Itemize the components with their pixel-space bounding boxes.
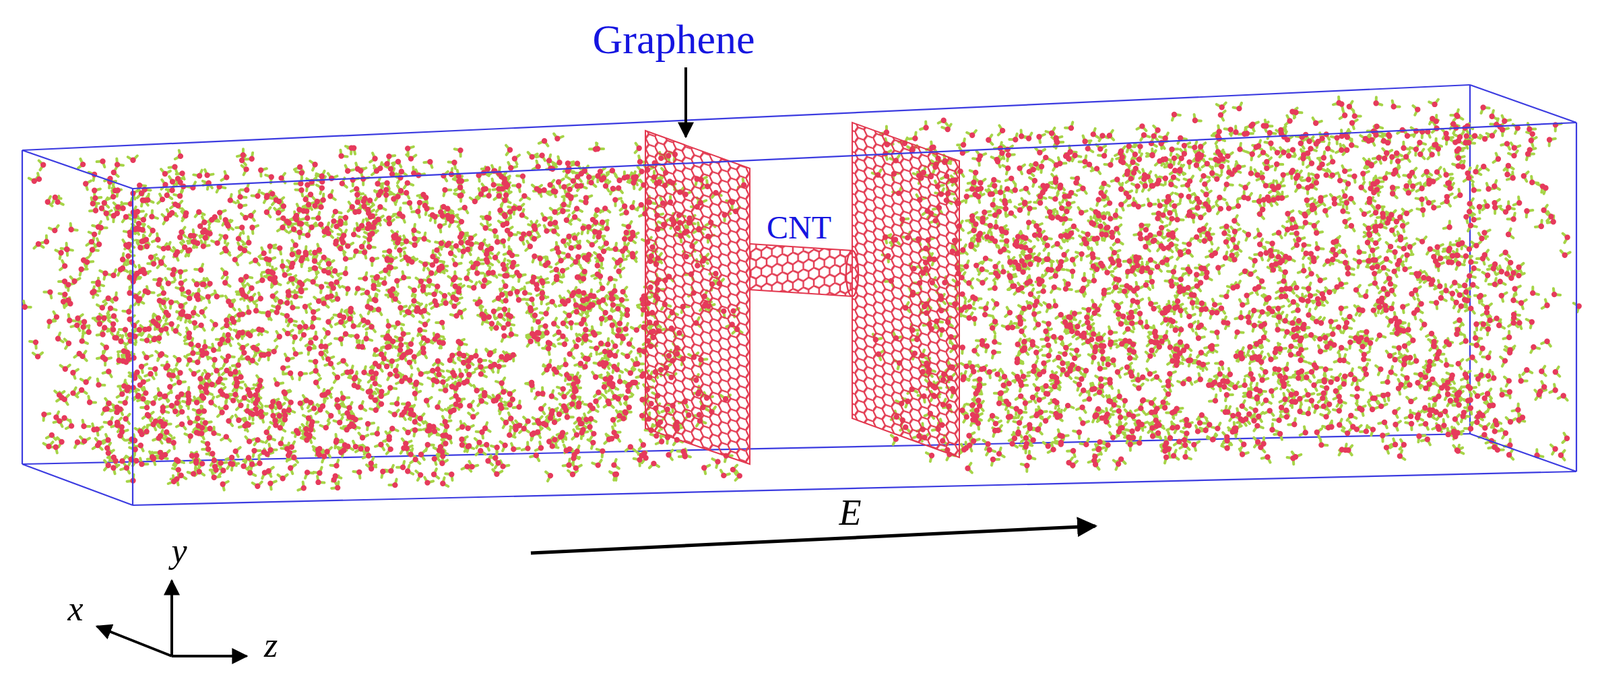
box-edge <box>1469 433 1577 472</box>
box-edge <box>22 150 133 189</box>
axis-label: z <box>264 625 278 665</box>
box-edge <box>1575 122 1578 472</box>
axis-triad <box>97 580 247 657</box>
axis-label: y <box>171 531 187 570</box>
graphene-pointer <box>684 67 688 137</box>
oxygen-atoms <box>22 99 1582 491</box>
part-label: Graphene <box>592 16 756 62</box>
graphene-right <box>852 122 960 458</box>
field-label: E <box>839 493 862 533</box>
part-label: CNT <box>766 210 832 246</box>
axis-label: x <box>67 589 83 628</box>
box-edge <box>132 122 1577 189</box>
carbon-nanotube <box>749 243 859 297</box>
simulation-box-front <box>22 84 1577 506</box>
box-edge <box>22 84 1470 151</box>
box-edge <box>22 464 133 506</box>
field-arrow <box>530 526 1096 554</box>
box-edge <box>1469 84 1577 123</box>
water-molecules <box>22 97 1582 492</box>
graphene-left <box>645 130 750 465</box>
box-edge <box>132 188 134 506</box>
